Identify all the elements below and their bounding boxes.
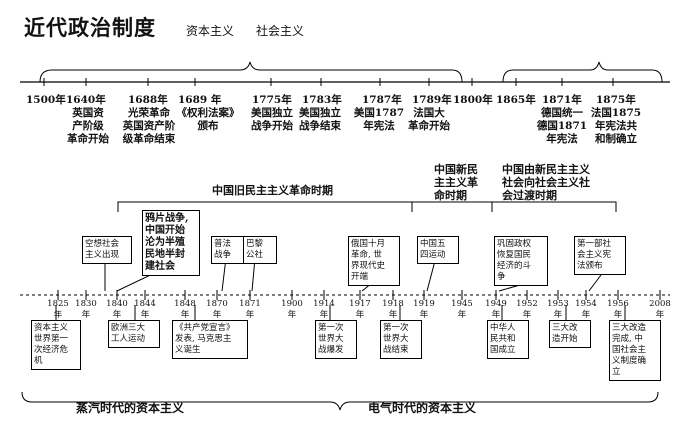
bottom-year: 1945 年 (451, 299, 473, 320)
event-box: 巴黎 公社 (243, 236, 277, 264)
top-year: 1783年 (302, 94, 342, 106)
top-year: 1875年 (596, 94, 636, 106)
capitalism-label: 资本主义 (186, 24, 235, 38)
event-box: 中华人 民共和 国成立 (487, 320, 529, 359)
event-box: 资本主义 世界第一 次经济危 机 (31, 320, 81, 370)
event-box: 欧洲三大 工人运动 (108, 320, 160, 348)
bottom-year: 1825 年 (47, 299, 69, 320)
event-box: 中国五 四运动 (417, 236, 459, 264)
top-year: 1688年 (128, 94, 168, 106)
bottom-year: 1840 年 (106, 299, 128, 320)
event-box: 巩固政权 恢复国民 经济的斗 争 (494, 236, 548, 286)
top-year: 1689 年 (178, 94, 222, 106)
top-event: 美国1787 年宪法 (353, 107, 405, 132)
event-box: 普法 战争 (211, 236, 245, 264)
event-box: 第一部社 会主义宪 法颁布 (574, 236, 626, 275)
event-box: 三大改造 完成, 中 国社会主 义制度确 立 (609, 320, 661, 381)
bottom-year: 1914 年 (313, 299, 335, 320)
event-box: 鸦片战争, 中国开始 沦为半殖 民地半封 建社会 (142, 210, 200, 276)
bottom-year: 1917 年 (349, 299, 371, 320)
era-steam: 蒸汽时代的资本主义 (76, 401, 185, 415)
bottom-year: 1919 年 (413, 299, 435, 320)
top-event: 美国独立 战争结束 (299, 107, 341, 132)
top-event: 英国资 产阶级 革命开始 (67, 107, 109, 145)
bottom-year: 1830 年 (75, 299, 97, 320)
bottom-year: 1871 年 (239, 299, 261, 320)
top-event: 德国统一 德国1871 年宪法 (536, 107, 588, 145)
period-new-democratic: 中国新民 主主义革 命时期 (434, 163, 478, 202)
top-year: 1775年 (252, 94, 292, 106)
top-event: 法国1875 年宪法共 和制确立 (590, 107, 642, 145)
bottom-year: 1954 年 (575, 299, 597, 320)
top-event: 法国大 革命开始 (408, 107, 450, 132)
event-box: 第一次 世界大 战结束 (380, 320, 422, 359)
event-box: 《共产党宣言》 发表, 马克思主 义诞生 (172, 320, 248, 359)
top-year: 1865年 (496, 94, 536, 106)
bottom-year: 1956 年 (607, 299, 629, 320)
bottom-year: 1900 年 (281, 299, 303, 320)
event-box: 三大改 造开始 (549, 320, 591, 348)
era-electric: 电气时代的资本主义 (368, 401, 477, 415)
top-year: 1787年 (362, 94, 402, 106)
event-box: 俄国十月 革命, 世 界现代史 开端 (348, 236, 400, 286)
top-year: 1800年 (453, 94, 493, 106)
bottom-year: 1952 年 (516, 299, 538, 320)
top-event: 光荣革命 英国资产阶 级革命结束 (122, 107, 176, 145)
event-box: 空想社会 主义出现 (82, 236, 132, 264)
top-year: 1500年 (26, 94, 66, 106)
top-year: 1640年 (66, 94, 106, 106)
top-year: 1871年 (542, 94, 582, 106)
page-title: 近代政治制度 (24, 16, 156, 40)
top-year: 1789年 (412, 94, 452, 106)
bottom-year: 1918 年 (382, 299, 404, 320)
top-event: 《权利法案》 颁布 (176, 107, 240, 132)
top-event: 美国独立 战争开始 (251, 107, 293, 132)
bottom-year: 1949 年 (485, 299, 507, 320)
period-transition: 中国由新民主主义 社会向社会主义社 会过渡时期 (502, 163, 590, 202)
bottom-year: 1870 年 (206, 299, 228, 320)
bottom-year: 2008 年 (649, 299, 671, 320)
event-box: 第一次 世界大 战爆发 (315, 320, 357, 359)
bottom-year: 1848 年 (174, 299, 196, 320)
bottom-year: 1844 年 (134, 299, 156, 320)
period-old-democratic: 中国旧民主主义革命时期 (212, 184, 333, 197)
bottom-year: 1953 年 (547, 299, 569, 320)
socialism-label: 社会主义 (256, 24, 305, 38)
